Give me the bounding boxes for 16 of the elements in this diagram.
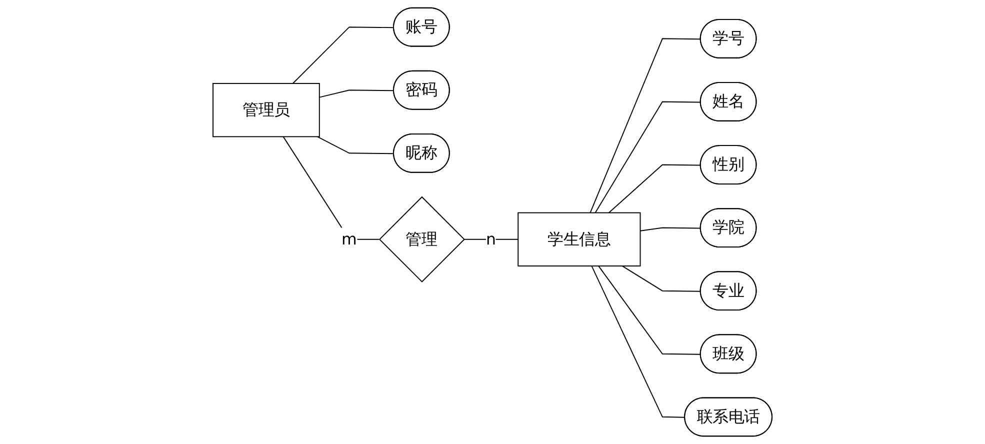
connector [318,90,394,98]
connector [590,38,702,214]
connector [316,136,394,154]
edge-label: n [486,230,496,248]
connector [594,101,702,214]
connector [292,26,394,84]
connector [622,265,702,292]
edge-label: m [342,230,357,248]
connector [608,164,702,214]
connector [640,227,702,232]
node-box: 学生信息 [518,212,641,266]
connector [598,265,702,355]
connector [591,265,686,418]
node-box: 管理员 [212,82,320,138]
connector [282,136,380,240]
node-diamond: 管理 [378,196,465,282]
